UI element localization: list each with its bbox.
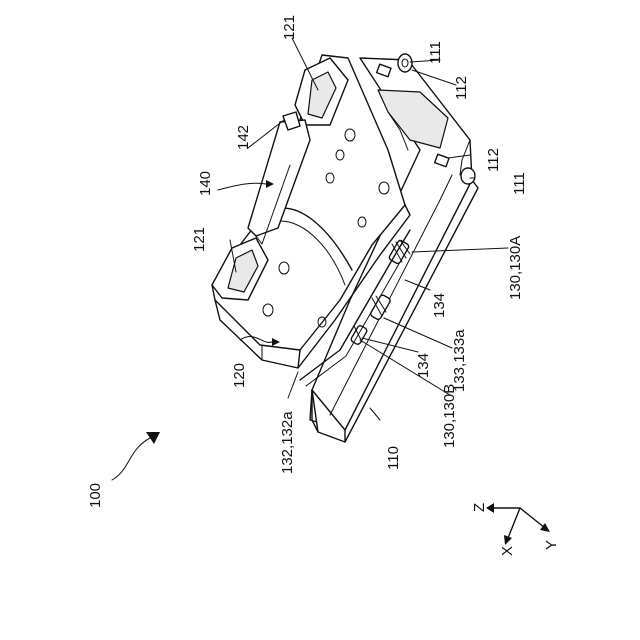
label-spring-coil: 133,133a (451, 329, 468, 392)
label-roller-bottom: 134 (415, 353, 432, 378)
label-spring-b: 130,130B (441, 384, 458, 448)
label-slot-bottom: 112 (485, 148, 502, 172)
label-slot-top: 112 (453, 76, 470, 100)
label-handle-left: 121 (191, 227, 208, 252)
label-base: 110 (385, 446, 402, 470)
axis-label-x: X (499, 546, 516, 556)
label-spring-a: 130,130A (507, 236, 524, 300)
label-pin-top: 111 (427, 41, 444, 64)
label-plate: 120 (231, 363, 248, 388)
device-arrow (112, 432, 160, 480)
pin-111-top (398, 54, 412, 72)
label-handle-top: 121 (281, 15, 298, 40)
axis-label-y: Y (543, 540, 560, 550)
axis-triad (486, 503, 550, 545)
pin-111-bottom (461, 168, 475, 184)
label-bar: 140 (197, 171, 214, 196)
label-roller-top: 134 (431, 293, 448, 318)
axis-label-z: Z (471, 503, 488, 512)
label-device: 100 (87, 483, 104, 508)
label-tab: 142 (235, 125, 252, 150)
label-pin-bottom: 111 (511, 172, 528, 195)
label-rail: 132,132a (279, 411, 296, 474)
